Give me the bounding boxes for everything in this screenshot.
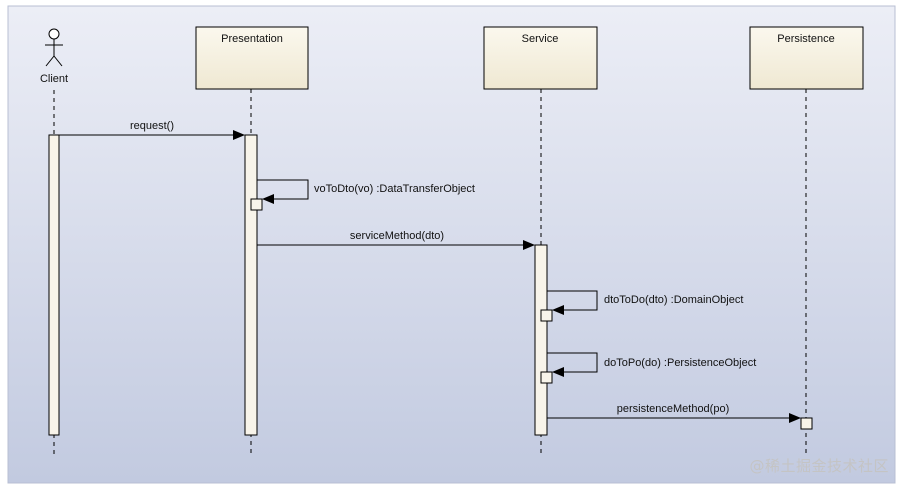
presentation-activation-bar: [244, 134, 258, 436]
presentation-label: Presentation: [221, 33, 283, 45]
message-service-method: serviceMethod(dto): [257, 230, 535, 250]
message-service-method-label: serviceMethod(dto): [350, 230, 444, 242]
message-dto-to-do-label: dtoToDo(dto) :DomainObject: [604, 294, 743, 306]
persistence-label: Persistence: [777, 33, 834, 45]
client-activation-bar: [48, 134, 60, 436]
message-do-to-po: doToPo(do) :PersistenceObject: [547, 352, 756, 377]
persistence-lifeline-header: Persistence: [749, 26, 864, 90]
message-vo-to-dto: voToDto(vo) :DataTransferObject: [257, 179, 475, 204]
client-label: Client: [40, 73, 68, 85]
service-self-activation-2: [540, 371, 553, 384]
persistence-activation: [800, 417, 813, 430]
message-do-to-po-label: doToPo(do) :PersistenceObject: [604, 357, 756, 369]
message-request-label: request(): [130, 120, 174, 132]
service-activation-bar: [534, 244, 548, 436]
presentation-self-activation: [250, 198, 263, 211]
service-label: Service: [522, 33, 559, 45]
service-lifeline-header: Service: [483, 26, 598, 90]
client-actor: Client: [40, 28, 68, 85]
message-vo-to-dto-arrow: [257, 179, 309, 204]
message-persistence-method: persistenceMethod(po): [547, 403, 801, 423]
presentation-lifeline-header: Presentation: [195, 26, 309, 90]
service-self-activation-1: [540, 309, 553, 322]
message-dto-to-do-arrow: [547, 290, 598, 315]
message-vo-to-dto-label: voToDto(vo) :DataTransferObject: [314, 183, 475, 195]
actor-icon: [45, 28, 63, 67]
message-persistence-method-label: persistenceMethod(po): [617, 403, 730, 415]
message-do-to-po-arrow: [547, 352, 598, 377]
message-request: request(): [59, 120, 245, 140]
watermark: @稀土掘金技术社区: [749, 457, 889, 475]
message-dto-to-do: dtoToDo(dto) :DomainObject: [547, 290, 743, 315]
